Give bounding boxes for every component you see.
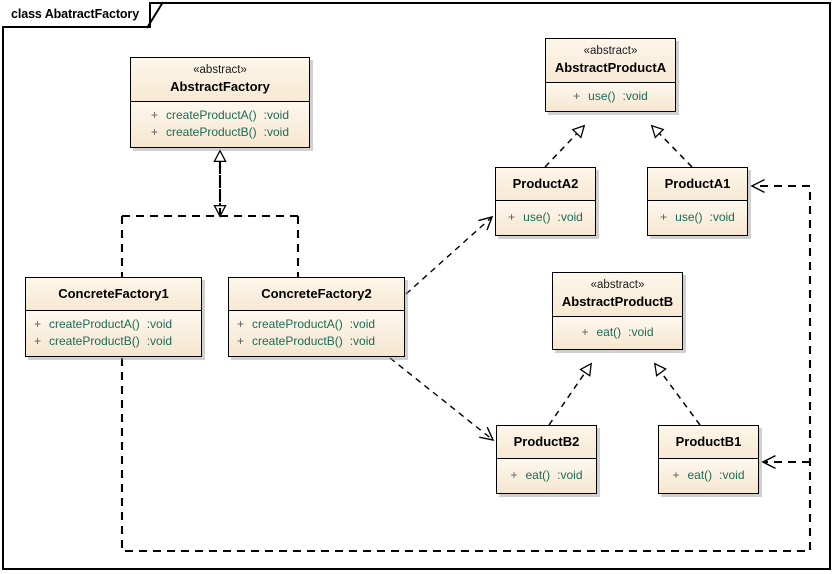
member-name: eat()	[525, 468, 551, 482]
diagram-frame-tab: class AbatractFactory	[2, 2, 152, 28]
class-node-abstractproductb[interactable]: «abstract» AbstractProductB + eat() :voi…	[552, 272, 683, 350]
class-members-producta1: + use() :void	[648, 201, 747, 235]
class-name-label: AbstractProductB	[561, 294, 674, 309]
member-name: createProductA()	[165, 108, 257, 122]
stereotype-label: «abstract»	[590, 279, 645, 291]
visibility-marker: +	[34, 334, 42, 348]
diagram-frame-tab-slant-icon	[146, 1, 164, 29]
visibility-marker: +	[237, 334, 245, 348]
member-type: :void	[557, 468, 583, 482]
visibility-marker: +	[508, 210, 516, 224]
class-name-label: ProductB1	[675, 434, 742, 449]
class-header-abstractproductb: «abstract» AbstractProductB	[553, 273, 682, 317]
class-members-abstractproducta: + use() :void	[546, 83, 675, 111]
visibility-marker: +	[573, 89, 581, 103]
class-header-productb1: ProductB1	[659, 426, 758, 459]
member-row[interactable]: + createProductA() :void	[137, 107, 303, 124]
class-node-abstractfactory[interactable]: «abstract» AbstractFactory + createProdu…	[130, 57, 310, 148]
stereotype-label: «abstract»	[193, 64, 247, 76]
class-name-label: ProductA1	[664, 176, 731, 191]
class-members-productb1: + eat() :void	[659, 459, 758, 493]
class-node-abstractproducta[interactable]: «abstract» AbstractProductA + use() :voi…	[545, 38, 676, 112]
member-name: createProductA()	[252, 317, 343, 331]
class-header-concretefactory2: ConcreteFactory2	[229, 278, 404, 311]
member-row[interactable]: + use() :void	[552, 88, 669, 105]
class-members-abstractproductb: + eat() :void	[553, 317, 682, 349]
member-type: :void	[628, 325, 654, 339]
member-type: :void	[557, 210, 583, 224]
member-name: use()	[675, 210, 703, 224]
class-header-producta2: ProductA2	[496, 168, 595, 201]
class-node-producta1[interactable]: ProductA1 + use() :void	[647, 167, 748, 236]
visibility-marker: +	[672, 468, 680, 482]
member-name: use()	[523, 210, 551, 224]
member-type: :void	[146, 317, 173, 331]
member-name: eat()	[596, 325, 622, 339]
member-row[interactable]: + createProductB() :void	[137, 124, 303, 141]
member-type: :void	[719, 468, 745, 482]
class-header-producta1: ProductA1	[648, 168, 747, 201]
class-members-concretefactory1: + createProductA() :void + createProduct…	[26, 311, 201, 356]
visibility-marker: +	[510, 468, 518, 482]
class-node-producta2[interactable]: ProductA2 + use() :void	[495, 167, 596, 236]
member-name: createProductB()	[165, 125, 257, 139]
member-name: eat()	[687, 468, 713, 482]
class-header-concretefactory1: ConcreteFactory1	[26, 278, 201, 311]
visibility-marker: +	[150, 108, 158, 122]
visibility-marker: +	[150, 125, 158, 139]
member-type: :void	[263, 108, 290, 122]
class-members-abstractfactory: + createProductA() :void + createProduct…	[131, 102, 309, 147]
member-row[interactable]: + createProductA() :void	[32, 316, 195, 333]
class-name-label: AbstractProductA	[554, 60, 667, 75]
class-members-concretefactory2: + createProductA() :void + createProduct…	[229, 311, 404, 356]
member-row[interactable]: + use() :void	[502, 209, 589, 226]
visibility-marker: +	[34, 317, 42, 331]
member-row[interactable]: + eat() :void	[559, 324, 676, 341]
class-members-producta2: + use() :void	[496, 201, 595, 235]
class-name-label: ProductB2	[513, 434, 580, 449]
member-row[interactable]: + createProductA() :void	[235, 316, 398, 333]
visibility-marker: +	[581, 325, 589, 339]
member-row[interactable]: + createProductB() :void	[235, 333, 398, 350]
member-name: createProductB()	[49, 334, 140, 348]
diagram-title-label: class AbatractFactory	[11, 7, 140, 21]
class-name-label: ConcreteFactory2	[261, 286, 372, 301]
member-type: :void	[349, 334, 376, 348]
member-row[interactable]: + eat() :void	[665, 467, 752, 484]
class-name-label: ProductA2	[512, 176, 579, 191]
class-header-productb2: ProductB2	[497, 426, 596, 459]
stereotype-label: «abstract»	[583, 45, 638, 57]
member-type: :void	[263, 125, 290, 139]
class-header-abstractfactory: «abstract» AbstractFactory	[131, 58, 309, 102]
diagram-frame-tab-shape: class AbatractFactory	[2, 2, 152, 28]
member-row[interactable]: + use() :void	[654, 209, 741, 226]
class-members-productb2: + eat() :void	[497, 459, 596, 493]
class-node-concretefactory2[interactable]: ConcreteFactory2 + createProductA() :voi…	[228, 277, 405, 357]
visibility-marker: +	[660, 210, 668, 224]
visibility-marker: +	[237, 317, 245, 331]
class-node-productb2[interactable]: ProductB2 + eat() :void	[496, 425, 597, 494]
member-name: createProductA()	[49, 317, 140, 331]
member-name: createProductB()	[252, 334, 343, 348]
member-type: :void	[622, 89, 648, 103]
class-name-label: ConcreteFactory1	[58, 286, 169, 301]
member-type: :void	[349, 317, 376, 331]
class-header-abstractproducta: «abstract» AbstractProductA	[546, 39, 675, 83]
class-node-productb1[interactable]: ProductB1 + eat() :void	[658, 425, 759, 494]
member-row[interactable]: + createProductB() :void	[32, 333, 195, 350]
member-name: use()	[588, 89, 616, 103]
member-row[interactable]: + eat() :void	[503, 467, 590, 484]
member-type: :void	[709, 210, 735, 224]
member-type: :void	[146, 334, 173, 348]
class-node-concretefactory1[interactable]: ConcreteFactory1 + createProductA() :voi…	[25, 277, 202, 357]
class-name-label: AbstractFactory	[170, 79, 270, 94]
